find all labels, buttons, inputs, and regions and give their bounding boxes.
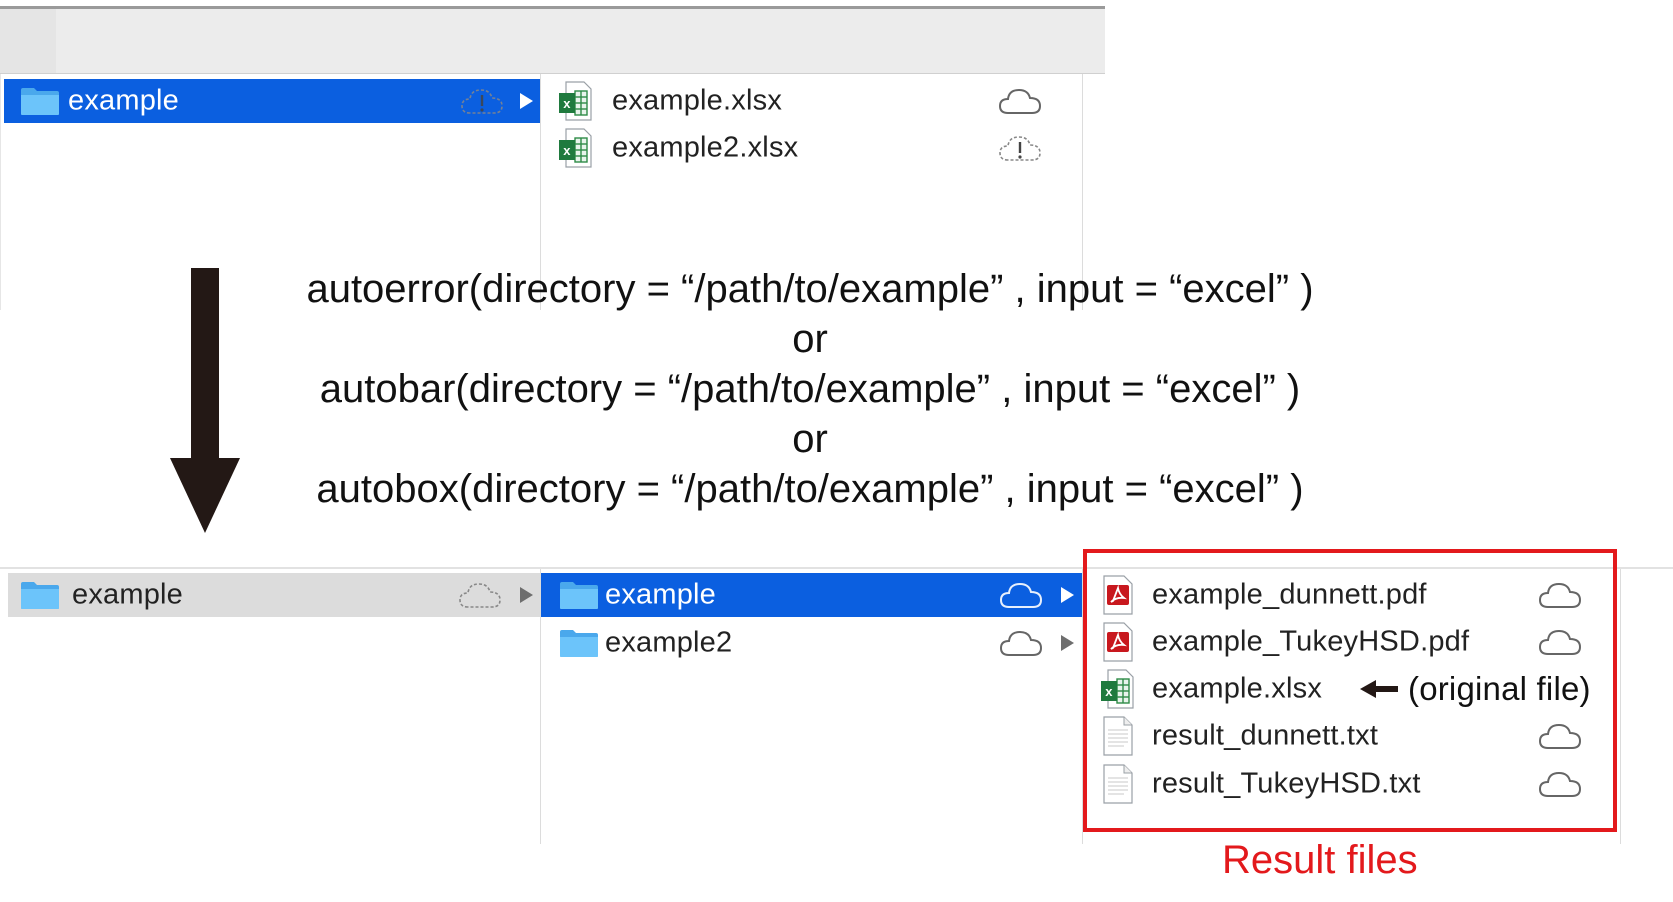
file-label: example2.xlsx xyxy=(612,131,799,164)
column-divider[interactable] xyxy=(540,74,541,310)
column-divider[interactable] xyxy=(1082,74,1083,310)
file-row[interactable]: example_dunnett.pdf xyxy=(1098,573,1614,617)
top-finder-window: example example.xlsx example2.xlsx xyxy=(0,0,1105,310)
file-label: result_TukeyHSD.txt xyxy=(1152,767,1421,800)
file-row[interactable]: result_dunnett.txt xyxy=(1098,714,1614,758)
disclosure-triangle-icon[interactable] xyxy=(518,92,534,110)
file-row[interactable]: result_TukeyHSD.txt xyxy=(1098,762,1614,806)
folder-row-example[interactable]: example xyxy=(541,573,1082,617)
file-row[interactable]: example2.xlsx xyxy=(556,126,1076,170)
window-top-border xyxy=(0,567,1673,569)
file-label: example.xlsx xyxy=(612,84,783,117)
result-files-highlight-box xyxy=(1083,549,1617,832)
finder-toolbar xyxy=(0,9,1105,74)
folder-row-example[interactable]: example xyxy=(4,79,540,123)
window-left-edge xyxy=(0,74,1,310)
disclosure-triangle-icon[interactable] xyxy=(518,586,534,604)
folder-row-example2[interactable]: example2 xyxy=(541,621,1082,665)
cloud-warning-icon[interactable] xyxy=(998,133,1042,163)
or-separator: or xyxy=(792,317,828,361)
file-label: example_dunnett.pdf xyxy=(1152,578,1427,611)
file-label: result_dunnett.txt xyxy=(1152,719,1379,752)
original-file-note: (original file) xyxy=(1408,670,1591,707)
file-label: example_TukeyHSD.pdf xyxy=(1152,625,1470,658)
excel-icon xyxy=(558,81,592,121)
folder-label: example2 xyxy=(605,626,733,659)
file-label: example.xlsx xyxy=(1152,672,1323,705)
cloud-dashed-icon[interactable] xyxy=(458,580,502,610)
result-files-label: Result files xyxy=(1222,838,1418,882)
toolbar-left-segment xyxy=(0,9,56,73)
folder-label: example xyxy=(68,84,180,117)
folder-icon xyxy=(20,580,60,610)
file-row[interactable]: example.xlsx xyxy=(556,79,1076,123)
file-row[interactable]: example_TukeyHSD.pdf xyxy=(1098,620,1614,664)
folder-icon xyxy=(559,628,599,658)
cloud-icon[interactable] xyxy=(999,580,1043,610)
folder-icon xyxy=(20,86,60,116)
down-arrow-icon xyxy=(170,268,240,533)
folder-row-example[interactable]: example xyxy=(8,573,540,617)
folder-label: example xyxy=(605,578,717,611)
file-row[interactable]: example.xlsx (original file) xyxy=(1098,667,1614,711)
excel-icon xyxy=(558,128,592,168)
column-divider[interactable] xyxy=(1082,569,1083,844)
or-separator: or xyxy=(792,417,828,461)
cloud-icon[interactable] xyxy=(999,628,1043,658)
code-line-autoerror: autoerror(directory = “/path/to/example”… xyxy=(306,267,1314,311)
code-block: autoerror(directory = “/path/to/example”… xyxy=(240,264,1380,514)
folder-icon xyxy=(559,580,599,610)
left-arrow-icon xyxy=(1360,680,1398,698)
code-line-autobar: autobar(directory = “/path/to/example” ,… xyxy=(319,367,1301,411)
disclosure-triangle-icon[interactable] xyxy=(1059,634,1075,652)
cloud-icon[interactable] xyxy=(998,86,1042,116)
folder-label: example xyxy=(72,578,184,611)
disclosure-triangle-icon[interactable] xyxy=(1059,586,1075,604)
column-divider[interactable] xyxy=(1620,569,1621,844)
cloud-warning-icon[interactable] xyxy=(460,86,504,116)
code-line-autobox: autobox(directory = “/path/to/example” ,… xyxy=(316,467,1304,511)
window-top-border xyxy=(0,6,1105,9)
column-divider[interactable] xyxy=(540,569,541,844)
